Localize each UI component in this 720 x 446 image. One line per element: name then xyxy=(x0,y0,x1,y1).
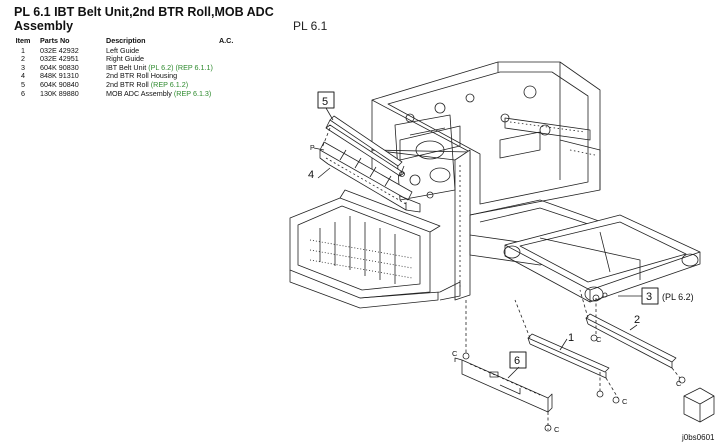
callout-c: C xyxy=(452,349,458,358)
table-row: 1 032E 42932 Left Guide xyxy=(21,45,140,55)
drawing-id: j0bs0601 xyxy=(681,433,715,442)
callout-box-6 xyxy=(509,351,527,369)
header-part-no: Parts No xyxy=(40,36,70,45)
callout-c: C xyxy=(676,379,682,388)
header-item: Item xyxy=(15,36,31,45)
callout-2: 2 xyxy=(634,314,640,326)
table-row: 4 848K 91310 2nd BTR Roll Housing xyxy=(21,71,178,81)
btr-housing xyxy=(319,141,421,213)
printer-frame xyxy=(371,61,611,301)
callout-5: 5 xyxy=(322,96,328,108)
ibt-belt-unit xyxy=(503,214,701,303)
leader-lines xyxy=(321,127,681,430)
btr-roll xyxy=(325,115,405,177)
callout-c: C xyxy=(596,335,602,344)
table-row: 5 604K 90840 2nd BTR Roll (REP 6.1.2) xyxy=(21,79,189,89)
callout-6: 6 xyxy=(514,355,520,367)
callout-4: 4 xyxy=(308,169,314,181)
callout-c: C xyxy=(622,397,628,406)
screw-icon xyxy=(462,334,686,432)
ref-link[interactable]: (REP 6.1.2) xyxy=(150,79,189,89)
callout-1: 1 xyxy=(568,332,574,344)
table-row: 3 604K 90830 IBT Belt Unit (PL 6.2) (REP… xyxy=(21,62,213,72)
header-ac: A.C. xyxy=(218,36,234,45)
ref-link[interactable]: (REP 6.1.3) xyxy=(173,88,212,98)
callout-c: C xyxy=(554,425,560,434)
left-tray xyxy=(289,189,461,309)
callout-3: 3 xyxy=(646,291,652,303)
callout-p: P xyxy=(310,145,315,152)
callout-leaders xyxy=(313,107,642,379)
parts-table: Item Parts No Description A.C. 1 032E 42… xyxy=(12,36,239,98)
table-row: 2 032E 42951 Right Guide xyxy=(21,54,144,64)
box-icon xyxy=(683,387,715,423)
table-header-row: Item Parts No Description A.C. xyxy=(12,36,239,47)
mob-adc-assembly xyxy=(454,357,553,413)
header-description: Description xyxy=(106,36,146,45)
ref-link[interactable]: (PL 6.2) (REP 6.1.1) xyxy=(148,62,213,72)
callout-3-ref: (PL 6.2) xyxy=(662,292,694,302)
callout-box-5 xyxy=(317,91,335,109)
table-row: 6 130K 89880 MOB ADC Assembly (REP 6.1.3… xyxy=(21,88,212,98)
callout-box-3 xyxy=(641,287,659,305)
plate-label: PL 6.1 xyxy=(293,19,328,33)
page-title: PL 6.1 IBT Belt Unit,2nd BTR Roll,MOB AD… xyxy=(14,5,274,33)
